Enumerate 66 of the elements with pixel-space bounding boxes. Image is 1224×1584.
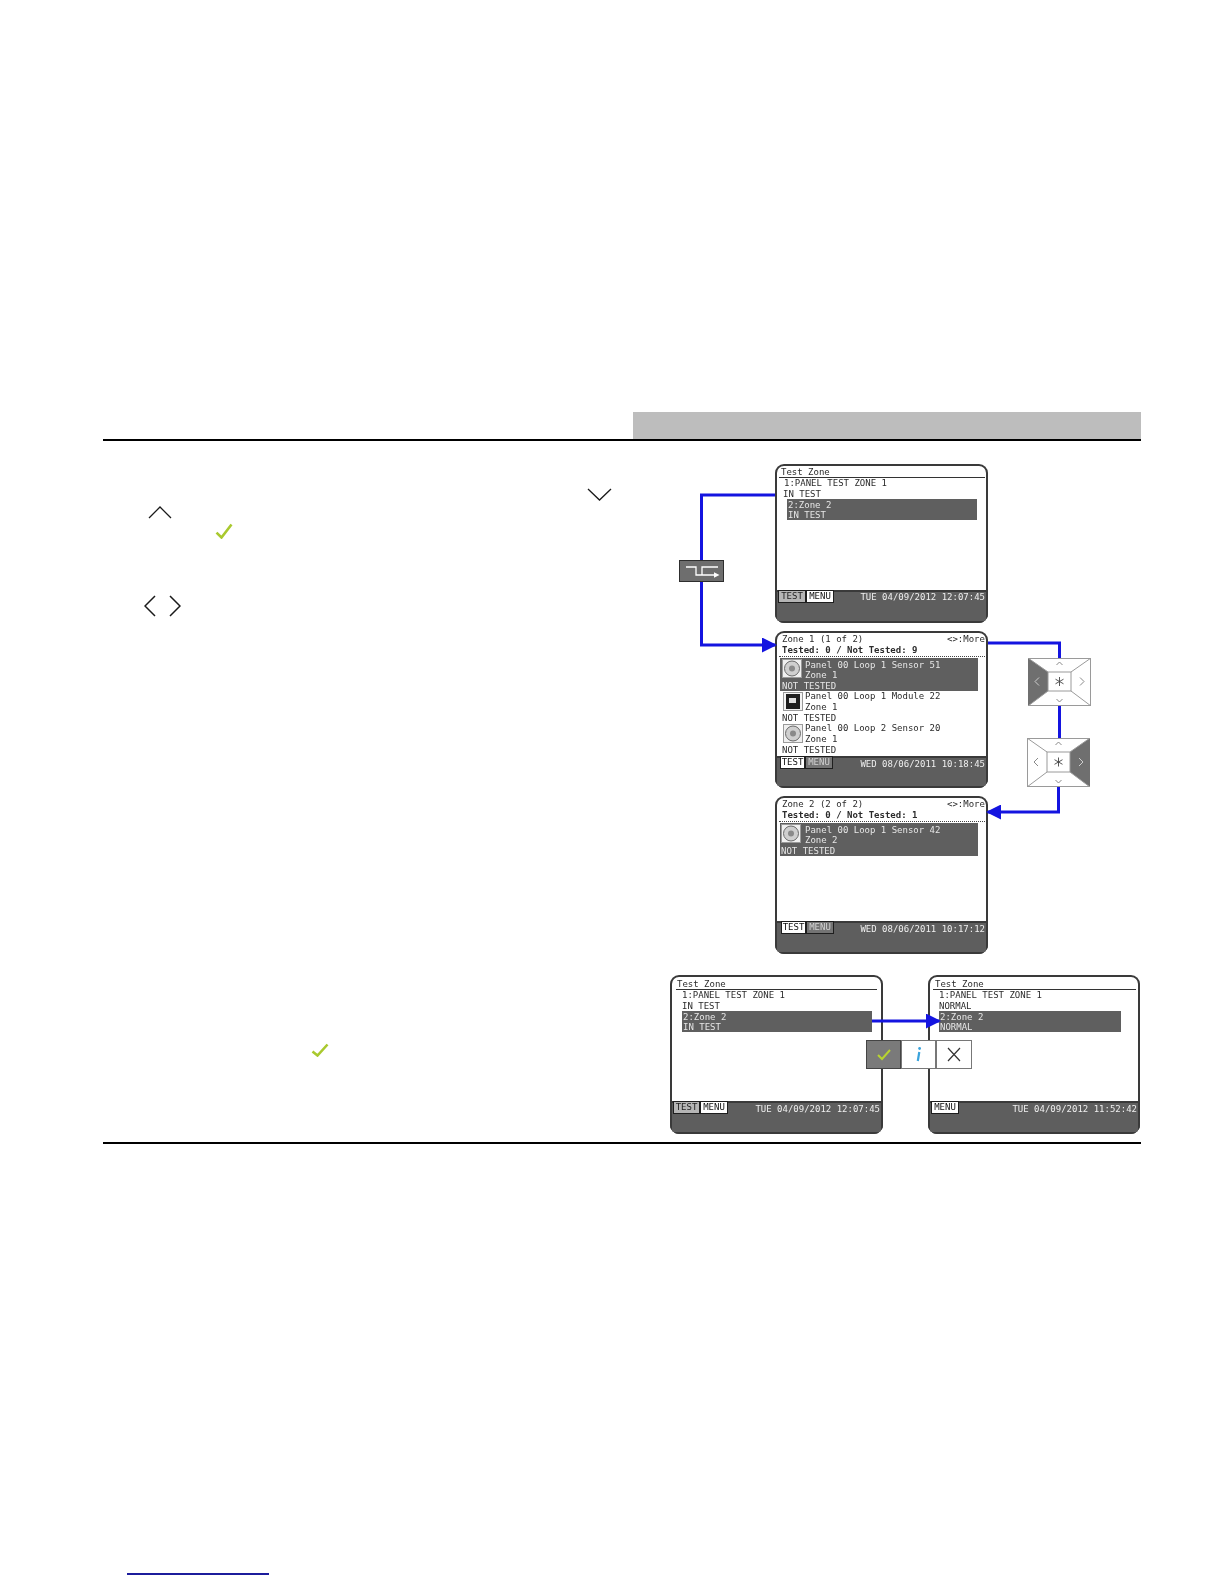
test-count: Tested: 0 / Not Tested: 1: [782, 810, 918, 820]
menu-tab: MENU: [931, 1101, 959, 1114]
status-text: NORMAL: [940, 1022, 973, 1032]
connector-line: [700, 493, 775, 560]
status-text: NORMAL: [939, 1001, 972, 1011]
zone-name: 1:PANEL TEST ZONE 1: [784, 478, 887, 488]
date-time: TUE 04/09/2012 11:52:42: [1012, 1104, 1137, 1114]
zone-name: 1:PANEL TEST ZONE 1: [682, 990, 785, 1000]
highlighted-row: [939, 1011, 1121, 1032]
status-text: NOT TESTED: [781, 845, 836, 856]
test-tab: TEST: [781, 921, 806, 934]
test-count: Tested: 0 / Not Tested: 9: [782, 645, 918, 655]
test-tab: TEST: [780, 756, 805, 769]
status-text: IN TEST: [788, 510, 826, 520]
screen-title: Test Zone: [935, 979, 984, 989]
status-text: NOT TESTED: [782, 712, 837, 723]
keypad-drawing: [1028, 658, 1091, 706]
lcd-screen: [928, 975, 1140, 1134]
more-hint: <>:More: [947, 634, 985, 644]
zone-name: Zone 1: [805, 702, 838, 712]
highlighted-row: [682, 1011, 872, 1032]
zone-name: Zone 1: [805, 734, 838, 744]
more-hint: <>:More: [947, 799, 985, 809]
date-time: WED 08/06/2011 10:17:12: [860, 924, 985, 934]
zone-name: 2:Zone 2: [683, 1011, 727, 1022]
zone-name: 2:Zone 2: [940, 1011, 984, 1022]
lcd-screen: [775, 796, 988, 954]
highlighted-row: [780, 823, 978, 856]
device-name: Panel 00 Loop 1 Sensor 51: [805, 659, 941, 670]
keypad-drawing: [1027, 738, 1090, 787]
menu-tab: MENU: [806, 590, 834, 603]
zone-name: 1:PANEL TEST ZONE 1: [939, 990, 1042, 1000]
zone-name: Zone 1: [805, 670, 838, 680]
screen-title: Zone 1 (1 of 2): [782, 634, 864, 644]
lcd-screen: [670, 975, 883, 1134]
screen-title: Test Zone: [781, 467, 830, 477]
device-name: Panel 00 Loop 1 Module 22: [805, 691, 941, 701]
step-key-icon: [679, 560, 724, 582]
connector-line: [1058, 706, 1061, 738]
date-time: TUE 04/09/2012 12:07:45: [860, 592, 985, 602]
status-text: IN TEST: [682, 1001, 720, 1011]
status-text: IN TEST: [783, 489, 821, 499]
date-time: WED 08/06/2011 10:18:45: [860, 759, 985, 769]
screen-title: Zone 2 (2 of 2): [782, 799, 864, 809]
arrow: [700, 582, 777, 653]
arrow: [986, 787, 1060, 820]
menu-tab: MENU: [700, 1101, 728, 1114]
zone-name: 2:Zone 2: [788, 499, 832, 510]
date-time: TUE 04/09/2012 12:07:45: [755, 1104, 880, 1114]
lcd-screen: [775, 464, 988, 623]
test-tab: TEST: [673, 1101, 700, 1114]
highlighted-row: [780, 658, 978, 691]
test-tab: TEST: [778, 590, 806, 603]
lcd-screen: [775, 631, 988, 788]
zone-name: Zone 2: [805, 835, 838, 845]
menu-tab: MENU: [806, 921, 834, 934]
screen-title: Test Zone: [677, 979, 726, 989]
connector-line: [988, 641, 1061, 658]
menu-tab: MENU: [805, 756, 833, 769]
status-text: NOT TESTED: [782, 744, 837, 755]
highlighted-row: [787, 499, 977, 520]
device-name: Panel 00 Loop 2 Sensor 20: [805, 723, 941, 733]
status-text: NOT TESTED: [782, 680, 837, 691]
arrow: [872, 1013, 941, 1029]
status-text: IN TEST: [683, 1022, 721, 1032]
device-name: Panel 00 Loop 1 Sensor 42: [805, 824, 941, 835]
